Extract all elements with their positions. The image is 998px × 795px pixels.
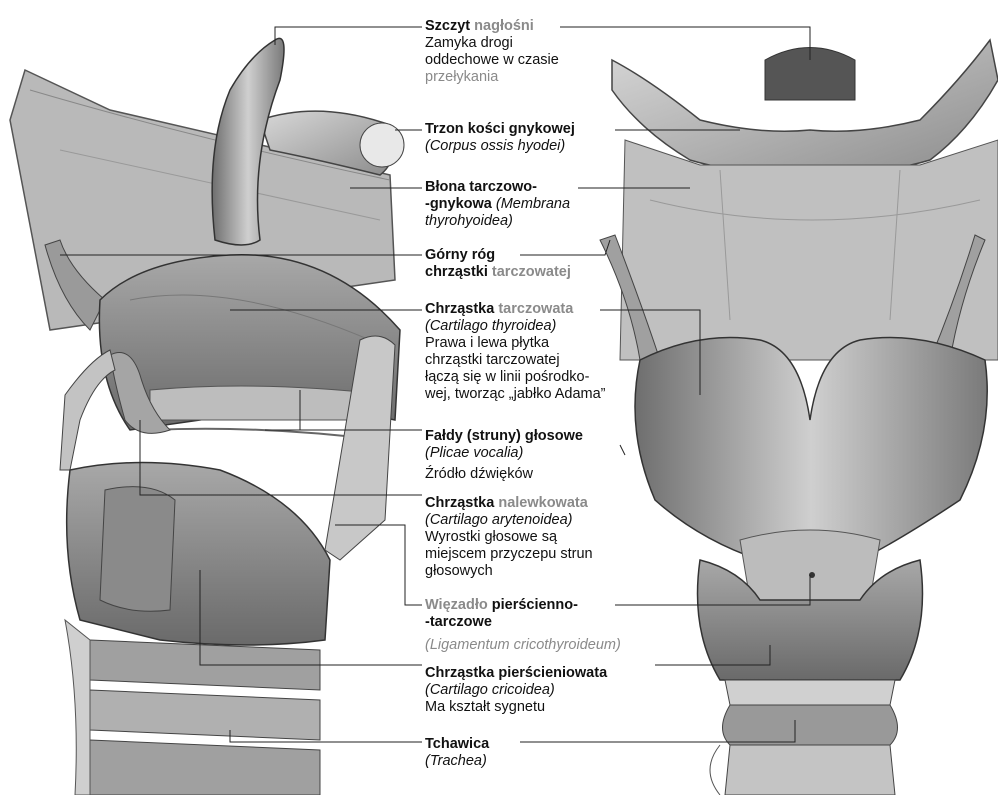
label-title: Trzon kości gnykowej — [425, 121, 575, 138]
label-title-highlight: tarczowata — [498, 301, 573, 317]
label-desc: Prawa i lewa płytka — [425, 335, 606, 352]
label-latin: (Cartilago thyroidea) — [425, 318, 606, 335]
label-latin: (Corpus ossis hyodei) — [425, 138, 575, 155]
right-thyroid — [635, 338, 987, 561]
label-gorny-rog: Górny róg chrząstki tarczowatej — [425, 247, 571, 281]
label-title: Chrząstka — [425, 495, 498, 511]
label-title-highlight: nalewkowata — [498, 495, 587, 511]
label-title: Chrząstka — [425, 301, 498, 317]
label-chrzastka-nalewkowata: Chrząstka nalewkowata (Cartilago aryteno… — [425, 495, 593, 580]
label-title-cont: chrząstki — [425, 264, 492, 280]
label-title: Szczyt — [425, 18, 474, 34]
label-latin: thyrohyoidea) — [425, 213, 570, 230]
label-desc: Ma kształt sygnetu — [425, 699, 607, 716]
label-latin: (Plicae vocalia) — [425, 445, 583, 462]
label-chrzastka-tarczowata: Chrząstka tarczowata (Cartilago thyroide… — [425, 301, 606, 403]
label-blona-tarczowo-gnykowa: Błona tarczowo- -gnykowa (Membrana thyro… — [425, 179, 570, 230]
label-title: Tchawica — [425, 736, 489, 753]
label-title: Fałdy (struny) głosowe — [425, 428, 583, 445]
label-desc: łączą się w linii pośrodko- — [425, 369, 606, 386]
right-membrane — [620, 140, 998, 360]
label-latin: (Ligamentum cricothyroideum) — [425, 637, 621, 654]
label-title-highlight: tarczowatej — [492, 264, 571, 280]
label-title-highlight: nagłośni — [474, 18, 534, 34]
label-trzon-kosci-gnykowej: Trzon kości gnykowej (Corpus ossis hyode… — [425, 121, 575, 155]
label-desc: Zamyka drogi — [425, 35, 559, 52]
label-latin: (Membrana — [492, 196, 570, 212]
label-faldy-glosowe: Fałdy (struny) głosowe (Plicae vocalia) … — [425, 428, 583, 483]
label-wiezadlo: Więzadło pierścienno- -tarczowe (Ligamen… — [425, 597, 621, 654]
label-latin: (Trachea) — [425, 753, 489, 770]
label-title: Błona tarczowo- — [425, 179, 570, 196]
label-latin: (Cartilago cricoidea) — [425, 682, 607, 699]
lateral-view — [10, 38, 404, 795]
label-title: Chrząstka pierścieniowata — [425, 665, 607, 682]
label-chrzastka-pierscieniowata: Chrząstka pierścieniowata (Cartilago cri… — [425, 665, 607, 716]
label-desc: chrząstki tarczowatej — [425, 352, 606, 369]
label-title-cont: -tarczowe — [425, 614, 621, 631]
label-szczyt-nagłośni: Szczyt nagłośni Zamyka drogi oddechowe w… — [425, 18, 559, 86]
label-desc: wej, tworząc „jabłko Adama” — [425, 386, 606, 403]
label-desc: Wyrostki głosowe są — [425, 529, 593, 546]
label-desc: miejscem przyczepu strun — [425, 546, 593, 563]
anterior-view — [600, 40, 998, 795]
label-latin: (Cartilago arytenoidea) — [425, 512, 593, 529]
label-desc: oddechowe w czasie — [425, 52, 559, 69]
label-tchawica: Tchawica (Trachea) — [425, 736, 489, 770]
label-desc: Źródło dźwięków — [425, 466, 583, 483]
label-title-cont: -gnykowa — [425, 196, 492, 212]
label-title: pierścienno- — [488, 597, 578, 613]
label-title: Górny róg — [425, 247, 571, 264]
label-desc: głosowych — [425, 563, 593, 580]
label-title-highlight: Więzadło — [425, 597, 488, 613]
label-desc: przełykania — [425, 69, 559, 86]
